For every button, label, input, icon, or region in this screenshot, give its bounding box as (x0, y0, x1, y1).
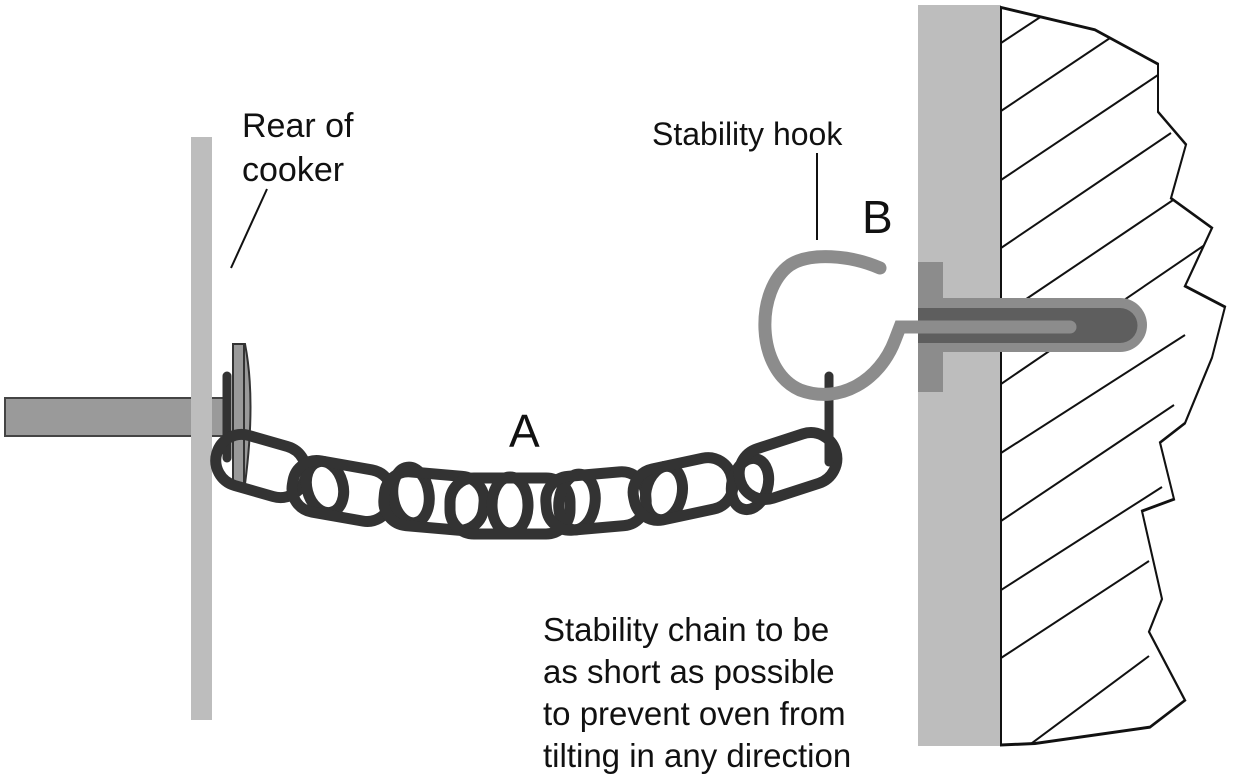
chain (210, 427, 843, 540)
chain-link (725, 452, 775, 516)
bracket-bar (232, 343, 245, 485)
label-stability-hook: Stability hook (652, 116, 843, 152)
label-a: A (509, 405, 540, 457)
label-rear-of-cooker-line2: cooker (242, 151, 344, 189)
cooker-rear-panel (191, 137, 212, 720)
bolt (4, 397, 228, 437)
label-b: B (862, 191, 893, 243)
note-line-1: Stability chain to be (543, 611, 829, 648)
label-rear-of-cooker-line1: Rear of (242, 107, 354, 145)
note-line-4: tilting in any direction (543, 737, 851, 774)
stability-hook (758, 250, 1077, 401)
chain-link (733, 427, 843, 505)
note-line-3: to prevent oven from (543, 695, 846, 732)
chain-link (378, 466, 490, 536)
note-line-2: as short as possible (543, 653, 835, 690)
rear-of-cooker-leader (230, 188, 268, 269)
chain-link (444, 472, 576, 540)
chain-link (486, 471, 534, 539)
masonry-section (1000, 5, 1227, 747)
